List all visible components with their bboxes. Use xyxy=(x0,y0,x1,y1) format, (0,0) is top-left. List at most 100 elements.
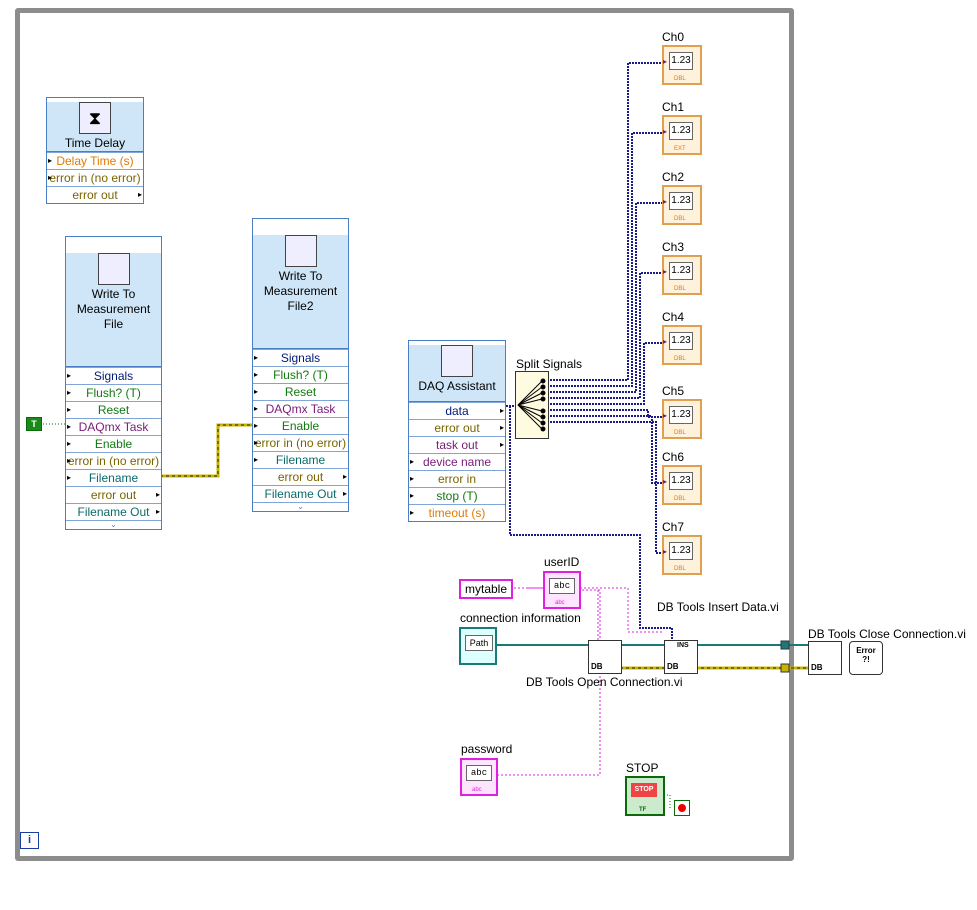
ch1-indicator[interactable]: ▸1.23 EXT xyxy=(662,115,702,155)
database-icon: DB xyxy=(591,662,603,671)
node-title: Write To Measurement File xyxy=(76,287,151,331)
ch5-indicator[interactable]: ▸1.23 DBL xyxy=(662,399,702,439)
ch4-indicator[interactable]: ▸1.23 DBL xyxy=(662,325,702,365)
numeric-icon: 1.23 xyxy=(669,472,693,490)
terminal-filename[interactable]: Filename xyxy=(253,451,348,468)
terminal-delay-time[interactable]: Delay Time (s) xyxy=(47,152,143,169)
terminal-timeout[interactable]: timeout (s) xyxy=(409,504,505,521)
true-constant[interactable]: T xyxy=(26,417,42,431)
write-measurement-file2-node[interactable]: Write To Measurement File2 Signals Flush… xyxy=(252,218,349,512)
terminal-error-out[interactable]: error out xyxy=(66,486,161,503)
terminal-flush[interactable]: Flush? (T) xyxy=(66,384,161,401)
ch7-indicator[interactable]: ▸1.23 DBL xyxy=(662,535,702,575)
terminal-enable[interactable]: Enable xyxy=(253,417,348,434)
daq-assistant-node[interactable]: DAQ Assistant data error out task out de… xyxy=(408,340,506,522)
string-icon: abc xyxy=(466,765,492,781)
grow-handle[interactable]: ⌄ xyxy=(66,520,161,529)
numeric-icon: 1.23 xyxy=(669,262,693,280)
split-fan-icon xyxy=(517,378,546,432)
database-icon: DB xyxy=(667,662,679,671)
type-tag: DBL xyxy=(674,430,686,436)
type-tag: DBL xyxy=(674,216,686,222)
ch4-label: Ch4 xyxy=(662,310,685,324)
insert-icon: INS xyxy=(677,642,689,649)
ch0-label: Ch0 xyxy=(662,30,685,44)
type-tag: EXT xyxy=(674,146,686,152)
password-control[interactable]: abc abc xyxy=(460,758,498,796)
terminal-flush[interactable]: Flush? (T) xyxy=(253,366,348,383)
path-icon: Path xyxy=(465,635,493,651)
string-icon: abc xyxy=(549,578,575,594)
terminal-task-out[interactable]: task out xyxy=(409,436,505,453)
stop-button-control[interactable]: STOP TF xyxy=(625,776,665,816)
terminal-enable[interactable]: Enable xyxy=(66,435,161,452)
terminal-filename-out[interactable]: Filename Out xyxy=(253,485,348,502)
terminal-daqmx-task[interactable]: DAQmx Task xyxy=(253,400,348,417)
terminal-error-in[interactable]: error in xyxy=(409,470,505,487)
ch0-indicator[interactable]: ▸1.23 DBL xyxy=(662,45,702,85)
connection-information-label: connection information xyxy=(460,611,581,625)
ch2-indicator[interactable]: ▸1.23 DBL xyxy=(662,185,702,225)
type-tag: DBL xyxy=(674,496,686,502)
dynamic-data-wires xyxy=(506,62,673,640)
numeric-icon: 1.23 xyxy=(669,122,693,140)
terminal-signals[interactable]: Signals xyxy=(253,349,348,366)
db-insert-data-node[interactable]: INS DB xyxy=(664,640,698,674)
node-title: Write To Measurement File2 xyxy=(263,269,338,313)
grow-handle[interactable]: ⌄ xyxy=(253,502,348,511)
terminal-error-in[interactable]: error in (no error) xyxy=(47,169,143,186)
write-file-icon xyxy=(284,235,317,267)
type-tag: abc xyxy=(472,787,482,793)
loop-condition-terminal[interactable] xyxy=(674,800,690,816)
terminal-error-out[interactable]: error out xyxy=(253,468,348,485)
db-close-connection-node[interactable]: DB xyxy=(808,641,842,675)
stop-label: STOP xyxy=(626,761,659,775)
terminal-error-out[interactable]: error out xyxy=(409,419,505,436)
terminal-error-out[interactable]: error out xyxy=(47,186,143,203)
terminal-signals[interactable]: Signals xyxy=(66,367,161,384)
type-tag: abc xyxy=(555,600,565,606)
db-open-label: DB Tools Open Connection.vi xyxy=(526,675,683,689)
ch3-label: Ch3 xyxy=(662,240,685,254)
terminal-filename-out[interactable]: Filename Out xyxy=(66,503,161,520)
terminal-error-in[interactable]: error in (no error) xyxy=(66,452,161,469)
write-measurement-file-node[interactable]: Write To Measurement File Signals Flush?… xyxy=(65,236,162,530)
ch6-indicator[interactable]: ▸1.23 DBL xyxy=(662,465,702,505)
terminal-stop[interactable]: stop (T) xyxy=(409,487,505,504)
simple-error-handler-node[interactable]: Error ?! xyxy=(849,641,883,675)
stop-icon: STOP xyxy=(631,783,657,797)
node-title: Time Delay xyxy=(64,136,126,150)
numeric-icon: 1.23 xyxy=(669,332,693,350)
password-label: password xyxy=(461,742,513,756)
terminal-daqmx-task[interactable]: DAQmx Task xyxy=(66,418,161,435)
time-delay-node[interactable]: ⧗ Time Delay Delay Time (s) error in (no… xyxy=(46,97,144,204)
table-name-constant[interactable]: mytable xyxy=(459,579,514,599)
error-icon: Error ?! xyxy=(856,646,876,664)
db-open-connection-node[interactable]: DB xyxy=(588,640,622,674)
terminal-data[interactable]: data xyxy=(409,402,505,419)
terminal-error-in[interactable]: error in (no error) xyxy=(253,434,348,451)
type-tag: DBL xyxy=(674,76,686,82)
connection-information-control[interactable]: Path xyxy=(459,627,497,665)
userid-control[interactable]: abc abc xyxy=(543,571,581,609)
type-tag: DBL xyxy=(674,566,686,572)
type-tag: DBL xyxy=(674,286,686,292)
split-signals-node[interactable] xyxy=(515,371,549,439)
db-close-label: DB Tools Close Connection.vi xyxy=(808,627,966,641)
terminal-reset[interactable]: Reset xyxy=(253,383,348,400)
daq-card-icon xyxy=(441,345,473,377)
iteration-terminal[interactable]: i xyxy=(20,832,39,849)
database-icon: DB xyxy=(811,663,823,672)
terminal-reset[interactable]: Reset xyxy=(66,401,161,418)
numeric-icon: 1.23 xyxy=(669,542,693,560)
terminal-device-name[interactable]: device name xyxy=(409,453,505,470)
ch3-indicator[interactable]: ▸1.23 DBL xyxy=(662,255,702,295)
numeric-icon: 1.23 xyxy=(669,52,693,70)
terminal-filename[interactable]: Filename xyxy=(66,469,161,486)
db-insert-label: DB Tools Insert Data.vi xyxy=(657,600,779,614)
write-file-icon xyxy=(97,253,130,285)
ch1-label: Ch1 xyxy=(662,100,685,114)
ch7-label: Ch7 xyxy=(662,520,685,534)
type-tag: DBL xyxy=(674,356,686,362)
